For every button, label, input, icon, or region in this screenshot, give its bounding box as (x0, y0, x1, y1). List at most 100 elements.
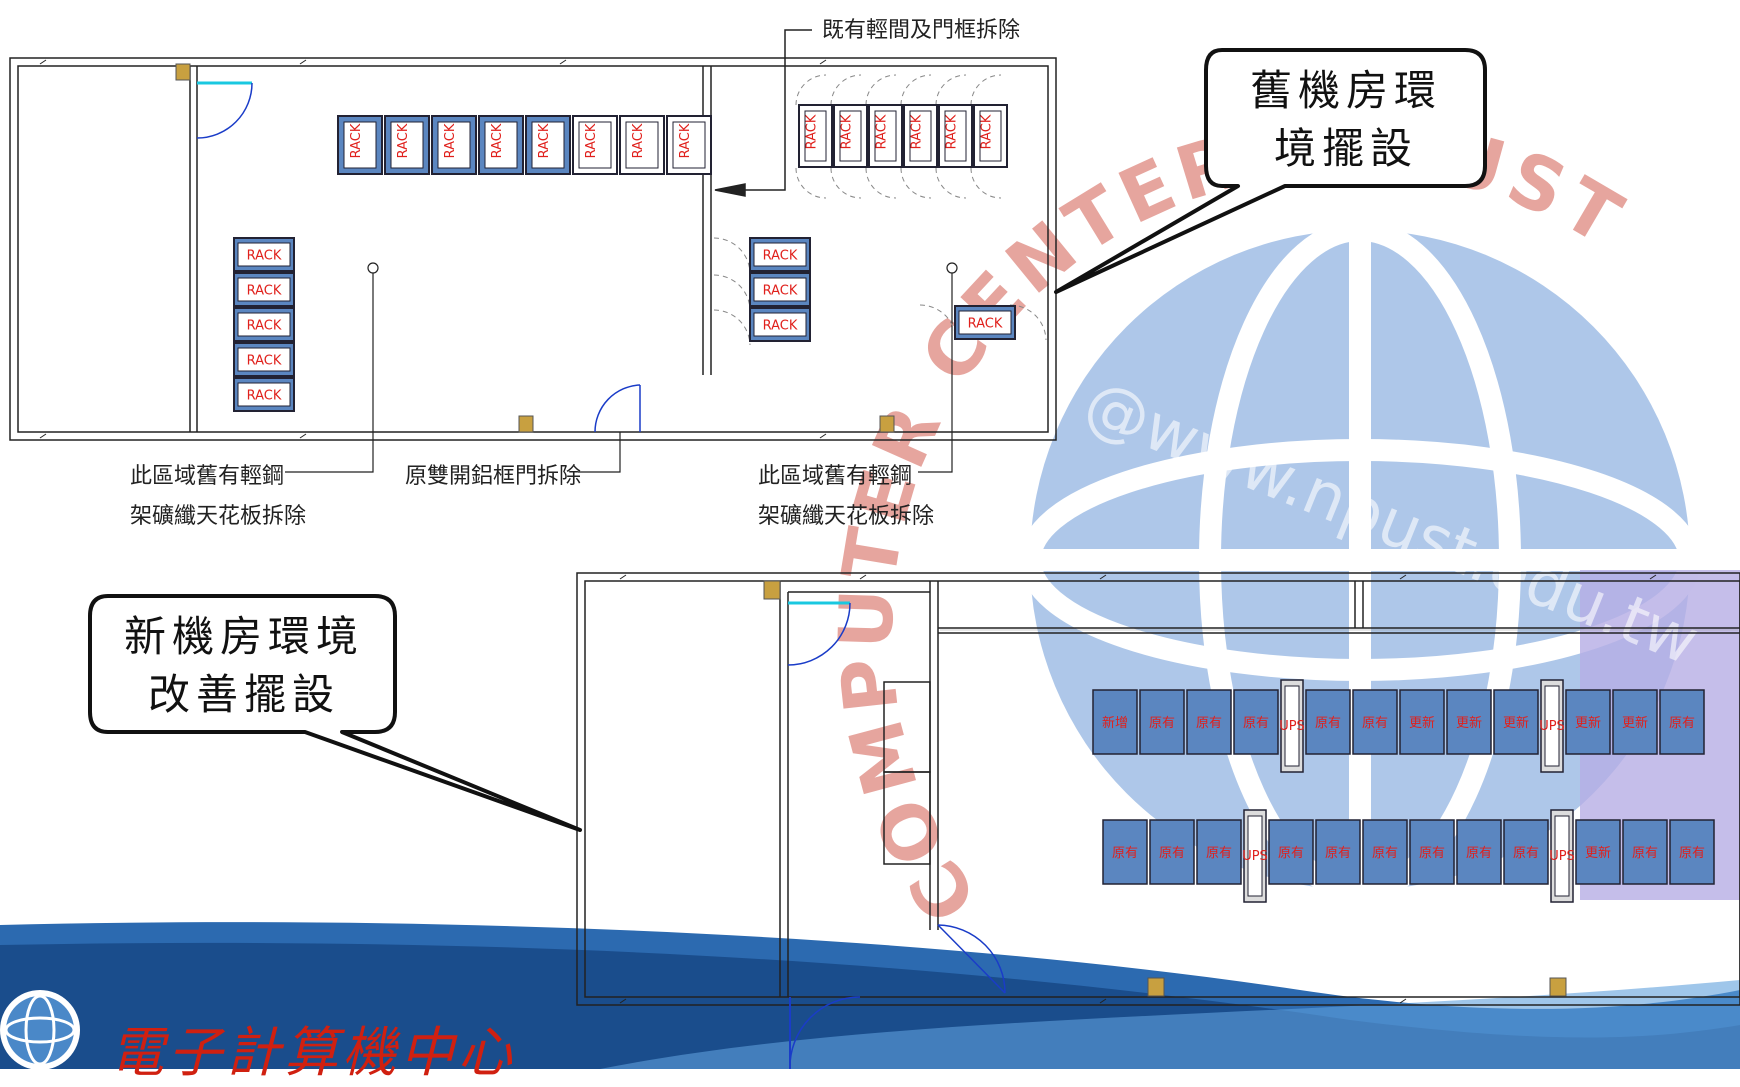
rack-vertical: RACK (973, 104, 1008, 168)
rack-unit: 更新 (1612, 689, 1658, 755)
footer-logo-text: 電子計算機中心 (110, 1021, 516, 1084)
rack-unit: 原有 (1305, 689, 1351, 755)
rack-vertical: RACK (478, 115, 524, 175)
rack-vertical: RACK (798, 104, 833, 168)
callout-new-text: 新機房環境 改善擺設 (95, 608, 393, 724)
rack-unit: 更新 (1446, 689, 1492, 755)
rack-vertical: RACK (666, 115, 712, 175)
rack-unit-label: 原有 (1466, 846, 1492, 861)
rack-label: RACK (247, 249, 282, 264)
ups-label: UPS (1549, 849, 1575, 864)
rack-label: RACK (840, 114, 855, 149)
rack-vertical: RACK (384, 115, 430, 175)
rack-unit-label: 原有 (1278, 846, 1304, 861)
rack-unit: 新增 (1092, 689, 1138, 755)
rack-label: RACK (396, 123, 411, 158)
rack-horizontal: RACK (749, 272, 811, 307)
rack-vertical: RACK (903, 104, 938, 168)
rack-vertical: RACK (431, 115, 477, 175)
annotation-door: 原雙開鋁框門拆除 (405, 464, 582, 489)
rack-label: RACK (678, 123, 693, 158)
rack-vertical: RACK (525, 115, 571, 175)
annotation-top: 既有輕間及門框拆除 (822, 18, 1021, 43)
rack-unit-label: 更新 (1622, 715, 1648, 731)
rack-horizontal: RACK (233, 272, 295, 307)
old-wall-ticks (39, 59, 827, 439)
new-wall-ticks (619, 574, 1657, 1004)
rack-unit: 原有 (1352, 689, 1398, 755)
rack-vertical: RACK (572, 115, 618, 175)
rack-label: RACK (247, 389, 282, 404)
rack-label: RACK (631, 123, 646, 158)
rack-unit-label: 新增 (1102, 715, 1128, 731)
callout-new (88, 594, 582, 832)
rack-unit: 原有 (1622, 819, 1668, 885)
rack-unit-label: 原有 (1679, 846, 1705, 861)
ups-label: UPS (1279, 719, 1305, 734)
old-leaders (285, 262, 958, 473)
rack-unit-label: 原有 (1196, 716, 1222, 731)
callout-old-text: 舊機房環 境擺設 (1210, 62, 1482, 178)
rack-horizontal: RACK (749, 237, 811, 272)
rack-unit-label: 原有 (1372, 846, 1398, 861)
rack-label: RACK (584, 123, 599, 158)
old-pillar-markers (175, 63, 895, 433)
rack-unit: 更新 (1575, 819, 1621, 885)
rack-unit: 原有 (1409, 819, 1455, 885)
rack-unit: 原有 (1362, 819, 1408, 885)
rack-vertical: RACK (337, 115, 383, 175)
old-door-1 (196, 81, 253, 139)
rack-unit-label: 原有 (1159, 846, 1185, 861)
rack-horizontal: RACK (233, 377, 295, 412)
rack-unit-label: 更新 (1503, 715, 1529, 731)
rack-horizontal: RACK (233, 237, 295, 272)
rack-label: RACK (247, 319, 282, 334)
rack-vertical: RACK (868, 104, 903, 168)
rack-unit: 原有 (1139, 689, 1185, 755)
rack-unit: 更新 (1565, 689, 1611, 755)
annotation-right-line1: 此區域舊有輕鋼 (758, 464, 913, 489)
rack-unit-label: 原有 (1632, 846, 1658, 861)
rack-label: RACK (537, 123, 552, 158)
rack-unit: 原有 (1315, 819, 1361, 885)
annotation-left-line2: 架礦纖天花板拆除 (130, 504, 307, 529)
new-pillar-markers (763, 580, 1567, 997)
annotation-right-line2: 架礦纖天花板拆除 (758, 504, 935, 529)
rack-unit-label: 原有 (1325, 846, 1351, 861)
rack-unit: 原有 (1669, 819, 1715, 885)
rack-horizontal: RACK (233, 342, 295, 377)
rack-label: RACK (247, 284, 282, 299)
rack-unit-label: 原有 (1315, 716, 1341, 731)
rack-unit: 原有 (1456, 819, 1502, 885)
ups-unit: UPS (1549, 809, 1575, 903)
rack-unit: 原有 (1659, 689, 1705, 755)
rack-unit-label: 更新 (1575, 715, 1601, 731)
rack-unit-label: 原有 (1206, 846, 1232, 861)
rack-unit-label: 原有 (1513, 846, 1539, 861)
callout-new-line2: 改善擺設 (147, 670, 340, 719)
rack-label: RACK (763, 319, 798, 334)
ups-unit: UPS (1539, 679, 1565, 773)
annotation-left-line1: 此區域舊有輕鋼 (130, 464, 285, 489)
ups-unit: UPS (1242, 809, 1268, 903)
rack-unit: 原有 (1233, 689, 1279, 755)
rack-unit-label: 更新 (1409, 715, 1435, 731)
rack-unit-label: 更新 (1585, 845, 1611, 861)
footer-logo-globe (0, 990, 80, 1069)
rack-label: RACK (910, 114, 925, 149)
rack-unit: 原有 (1149, 819, 1195, 885)
rack-unit: 原有 (1503, 819, 1549, 885)
rack-unit: 原有 (1186, 689, 1232, 755)
rack-label: RACK (968, 317, 1003, 332)
rack-unit: 原有 (1102, 819, 1148, 885)
rack-label: RACK (349, 123, 364, 158)
rack-unit-label: 原有 (1419, 846, 1445, 861)
old-double-door (594, 384, 641, 433)
callout-old-line2: 境擺設 (1273, 124, 1418, 173)
rack-label: RACK (247, 354, 282, 369)
